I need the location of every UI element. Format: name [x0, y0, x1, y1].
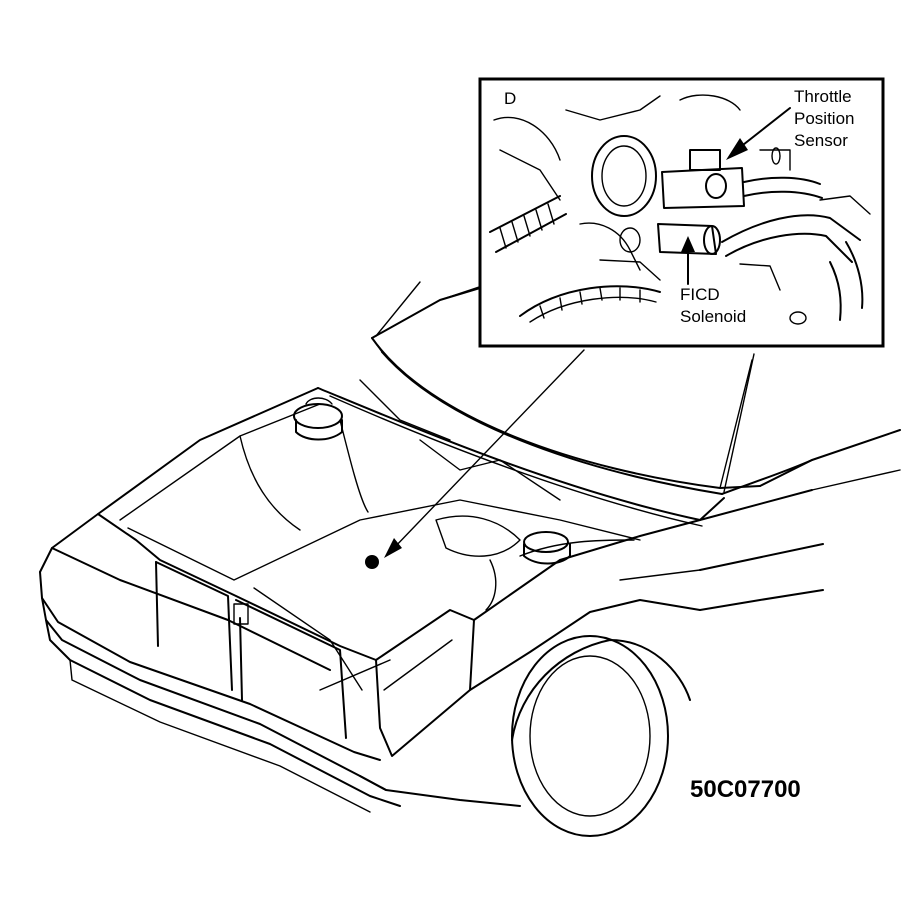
view-letter: D [504, 89, 516, 108]
car-illustration [39, 279, 901, 837]
callout-arrows [681, 107, 791, 285]
inset-frame [478, 77, 885, 348]
svg-text:Sensor: Sensor [794, 131, 848, 150]
svg-text:Solenoid: Solenoid [680, 307, 746, 326]
svg-text:FICD: FICD [680, 285, 720, 304]
figure-code: 50C07700 [690, 776, 801, 803]
car-body [39, 379, 824, 813]
inset-engine-drawing [489, 94, 871, 325]
inset-detail: D Throttle Position Sensor FICD Solenoid [478, 77, 885, 348]
component-location-dot [365, 555, 379, 569]
svg-text:Position: Position [794, 109, 854, 128]
windshield [317, 387, 901, 527]
fluid-reservoir-cap [523, 531, 571, 565]
ficd-solenoid-label: FICD Solenoid [680, 285, 746, 326]
coolant-reservoir-cap [293, 397, 343, 441]
front-wheel [511, 635, 691, 837]
svg-text:Throttle: Throttle [794, 87, 852, 106]
leader-lines [375, 281, 755, 558]
throttle-position-sensor-label: Throttle Position Sensor [794, 87, 854, 150]
